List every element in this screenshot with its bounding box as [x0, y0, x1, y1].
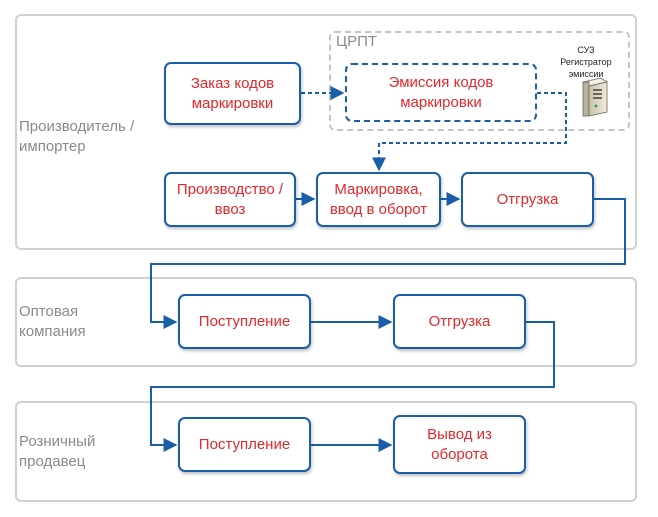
- lane-label-retail: Розничный продавец: [19, 433, 96, 470]
- cpt-label: ЦРПТ: [336, 33, 378, 50]
- node-receipt-wholesale: Поступление: [178, 294, 311, 349]
- server-label: СУЗ Регистратор эмиссии: [560, 45, 612, 79]
- server-icon: [581, 77, 609, 117]
- arrow-emission-to-marking: [372, 92, 567, 172]
- lane-label-wholesale: Оптовая компания: [19, 303, 86, 340]
- lane-label-producer: Производитель / импортер: [19, 118, 135, 155]
- arrow-wholesale-to-retail: [150, 321, 555, 452]
- lane-retail: [15, 401, 637, 502]
- cpt-group: [329, 31, 630, 131]
- node-order-codes: Заказ кодов маркировки: [164, 62, 301, 125]
- arrow-shipment-to-wholesale: [150, 198, 626, 329]
- node-shipment-producer: Отгрузка: [461, 172, 594, 227]
- node-emission: Эмиссия кодов маркировки: [345, 63, 537, 122]
- node-production: Производство / ввоз: [164, 172, 296, 227]
- node-withdrawal: Вывод из оборота: [393, 415, 526, 474]
- node-shipment-wholesale: Отгрузка: [393, 294, 526, 349]
- node-receipt-retail: Поступление: [178, 417, 311, 472]
- node-marking: Маркировка, ввод в оборот: [316, 172, 441, 227]
